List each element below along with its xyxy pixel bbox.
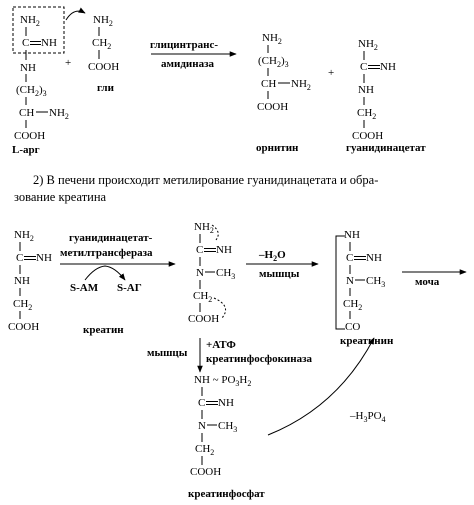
creatine-name: креатин: [83, 324, 124, 336]
gaa-c-atom: C: [360, 61, 367, 73]
creatinine-ch2: CH2: [343, 298, 362, 312]
enzyme-glycine-amidinotransferase-line1: глицинтранс-: [150, 39, 218, 51]
gaa-nh: NH: [380, 61, 396, 73]
creatine-n: N: [196, 267, 204, 279]
sam-to-sah-arrow: [84, 265, 126, 281]
orn-nh2: NH2: [262, 32, 282, 46]
l-arginine-structure: NH2 C NH NH (CH2)3 CH NH2 COOH L-арг: [12, 6, 69, 156]
gaa2-c-atom: C: [16, 252, 23, 264]
orn-nh2-alpha: NH2: [291, 78, 311, 92]
gaa-cooh: COOH: [352, 130, 383, 142]
muscle-label-2: мышцы: [147, 347, 188, 359]
cp-nh: NH: [218, 397, 234, 409]
creatine-structure: NH2 C NH N CH3 CH2 COOH креатин: [83, 221, 235, 336]
orn-ch: CH: [261, 78, 276, 90]
cp-name: креатинфосфат: [188, 488, 265, 500]
creatine-phosphate-structure: NH ~ PO3H2 C NH N CH3 CH2 COOH креатинфо…: [188, 374, 265, 500]
creatinine-structure: NH C NH N CH3 CH2 CO креатинин: [335, 229, 394, 347]
gaa2-ch2: CH2: [13, 298, 32, 312]
enzyme-creatine-kinase: креатинфосфокиназа: [206, 353, 313, 365]
guanidinoacetate-structure: NH2 C NH NH CH2 COOH гуанидинацетат: [346, 38, 426, 154]
arg-nh: NH: [41, 37, 57, 49]
orn-cooh: COOH: [257, 101, 288, 113]
plus-sign-2: +: [328, 67, 334, 79]
creatine-nh: NH: [216, 244, 232, 256]
sam-label: S-AM: [70, 282, 99, 294]
ornithine-structure: NH2 (CH2)3 CH NH2 COOH орнитин: [256, 32, 311, 154]
phosphate-loss-arrow: [267, 337, 375, 436]
gaa2-nh-link: NH: [14, 275, 30, 287]
creatine-cyclization-dash-bottom: [213, 297, 227, 319]
enzyme-methyltransferase-line2: метилтрансфераза: [60, 247, 153, 259]
arg-c-atom: C: [22, 37, 29, 49]
arg-nh2: NH2: [20, 14, 40, 28]
cp-ch2: CH2: [195, 443, 214, 457]
gly-ch2: CH2: [92, 37, 111, 51]
creatine-c-atom: C: [196, 244, 203, 256]
atp-label: +АТФ: [206, 339, 236, 351]
creatine-cyclization-dash-top: [211, 224, 219, 241]
creatinine-name: креатинин: [340, 335, 394, 347]
cp-c-atom: C: [198, 397, 205, 409]
orn-ch2-chain: (CH2)3: [258, 55, 289, 69]
orn-name: орнитин: [256, 142, 299, 154]
arg-ch: CH: [19, 107, 34, 119]
plus-sign-1: +: [65, 57, 71, 69]
paragraph-line-2: зование креатина: [14, 190, 107, 204]
sah-label: S-AГ: [117, 282, 142, 294]
enzyme-methyltransferase-line1: гуанидинацетат-: [69, 232, 153, 244]
guanidinoacetate-structure-2: NH2 C NH NH CH2 COOH: [8, 229, 52, 333]
cp-ch3: CH3: [218, 420, 237, 434]
creatine-ch2: CH2: [193, 290, 212, 304]
arg-nh2-alpha: NH2: [49, 107, 69, 121]
arg-ch2-chain: (CH2)3: [16, 84, 47, 98]
gaa-name: гуанидинацетат: [346, 142, 426, 154]
cp-nh-phosphate: NH ~ PO3H2: [194, 374, 251, 388]
amidino-group-box: [12, 6, 65, 54]
creatine-cooh: COOH: [188, 313, 219, 325]
glycine-structure: NH2 CH2 COOH гли: [88, 14, 119, 94]
creatinine-c-atom: C: [346, 252, 353, 264]
gaa2-nh2: NH2: [14, 229, 34, 243]
gly-cooh: COOH: [88, 61, 119, 73]
creatine-ch3: CH3: [216, 267, 235, 281]
creatinine-nh-imine: NH: [366, 252, 382, 264]
creatinine-n: N: [346, 275, 354, 287]
arg-name: L-арг: [12, 144, 40, 156]
creatinine-co: CO: [345, 321, 360, 333]
gaa2-cooh: COOH: [8, 321, 39, 333]
cp-n: N: [198, 420, 206, 432]
creatine-nh2: NH2: [194, 221, 214, 235]
creatinine-ring-bracket: [335, 235, 345, 330]
gaa-ch2: CH2: [357, 107, 376, 121]
muscle-label-1: мышцы: [259, 268, 300, 280]
paragraph-line-1: 2) В печени происходит метилирование гуа…: [33, 173, 378, 187]
arg-nh-link: NH: [20, 62, 36, 74]
gly-nh2: NH2: [93, 14, 113, 28]
cp-cooh: COOH: [190, 466, 221, 478]
phosphoric-acid-loss-label: –H3PO4: [349, 410, 386, 424]
water-loss-label: –H2O: [258, 249, 286, 263]
creatinine-nh: NH: [344, 229, 360, 241]
creatinine-ch3: CH3: [366, 275, 385, 289]
gaa-nh-link: NH: [358, 84, 374, 96]
amidino-transfer-arrow: [65, 7, 86, 21]
gly-name: гли: [97, 82, 115, 94]
gaa-nh2: NH2: [358, 38, 378, 52]
enzyme-glycine-amidinotransferase-line2: амидиназа: [161, 58, 214, 70]
urine-label: моча: [415, 276, 440, 288]
gaa2-nh: NH: [36, 252, 52, 264]
arg-cooh: COOH: [14, 130, 45, 142]
